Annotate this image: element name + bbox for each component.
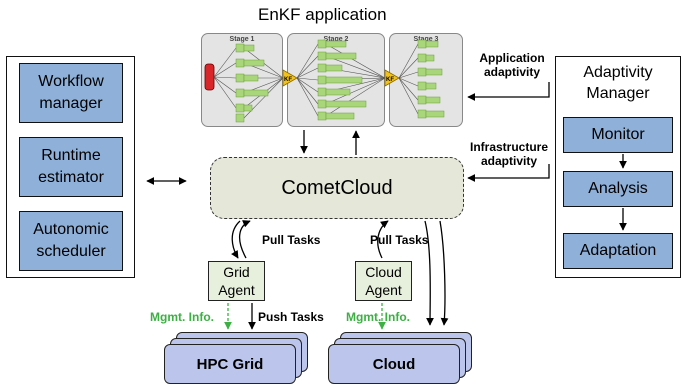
stage-3-bars	[417, 39, 445, 119]
arrow-application-adaptivity	[467, 82, 550, 101]
pull-tasks-right-label: Pull Tasks	[370, 233, 429, 247]
mgmt-info-right-label: Mgmt. Info.	[346, 310, 410, 324]
stage-1-bars	[235, 43, 269, 123]
workflow-manager-box: Workflow manager	[19, 63, 123, 123]
cometcloud-box: CometCloud	[210, 157, 464, 219]
stage-3-title: Stage 3	[413, 36, 439, 43]
stage-2-bars	[317, 39, 367, 121]
arrow-cloud-agent-return	[424, 220, 434, 326]
stage-3-members	[398, 43, 419, 115]
arrow-pull-tasks-cloud	[377, 220, 389, 259]
stage-1-title: Stage 1	[229, 36, 255, 43]
kf-label-2: KF	[386, 77, 394, 83]
autonomic-scheduler-box: Autonomic scheduler	[19, 211, 123, 271]
kf-label-1: KF	[284, 77, 292, 83]
arrow-pull-tasks-grid	[239, 220, 251, 259]
application-adaptivity-label: Application adaptivity	[479, 51, 545, 80]
stage-2-title: Stage 2	[323, 36, 349, 43]
cloud-box: Cloud	[328, 344, 460, 384]
arrow-grid-to-comet-return	[231, 220, 241, 259]
arrow-infrastructure-adaptivity	[467, 164, 550, 182]
cloud-agent-box: Cloud Agent	[355, 261, 412, 301]
pull-tasks-left-label: Pull Tasks	[262, 233, 321, 247]
diagram-title: EnKF application	[258, 5, 387, 24]
kf-node-2	[384, 69, 400, 87]
infrastructure-adaptivity-label: Infrastructure adaptivity	[469, 140, 549, 169]
mgmt-info-left-label: Mgmt. Info.	[150, 310, 214, 324]
analysis-box: Analysis	[563, 171, 673, 207]
monitor-box: Monitor	[563, 117, 673, 153]
adaptivity-manager-title: Adaptivity Manager	[583, 64, 653, 102]
push-tasks-label: Push Tasks	[258, 310, 324, 324]
hpc-grid-box: HPC Grid	[164, 344, 296, 384]
kf-node-1	[282, 69, 298, 87]
arrow-comet-to-cloud	[439, 220, 449, 326]
runtime-estimator-box: Runtime estimator	[19, 137, 123, 197]
grid-agent-box: Grid Agent	[208, 261, 265, 301]
adaptation-box: Adaptation	[563, 233, 673, 269]
